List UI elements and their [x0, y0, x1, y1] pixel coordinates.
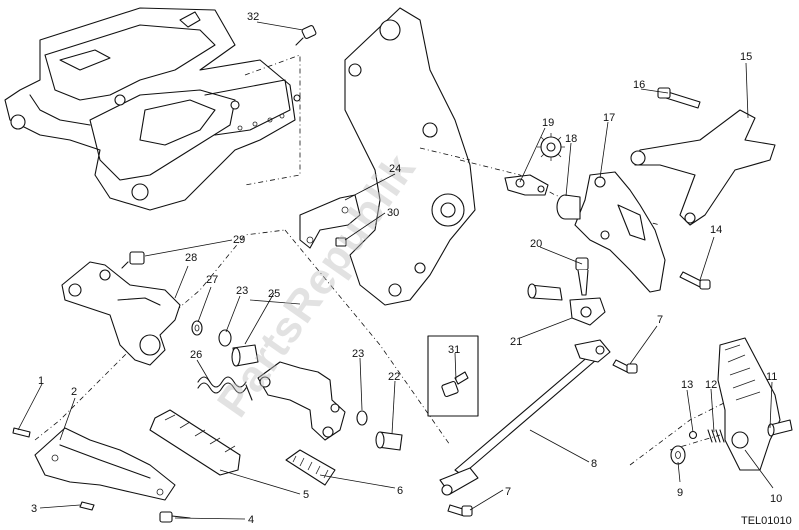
callout-27: 27 [206, 274, 218, 286]
footpeg-5 [149, 409, 241, 476]
drawing-code: TEL01010 [741, 515, 792, 527]
side-plate [344, 7, 476, 306]
callout-25: 25 [268, 288, 280, 300]
footpeg-bracket-15 [630, 87, 776, 226]
callout-24: 24 [389, 163, 401, 175]
leader-lines [17, 21, 774, 520]
bolt-31-box [427, 335, 479, 417]
callout-8: 8 [591, 458, 597, 470]
callout-13: 13 [681, 379, 693, 391]
callout-3: 3 [31, 503, 37, 515]
bolt-14 [679, 271, 711, 290]
callout-11: 11 [766, 371, 777, 383]
callout-17: 17 [603, 112, 615, 124]
spring-26 [197, 376, 253, 401]
callout-15: 15 [740, 51, 752, 63]
callout-6: 6 [397, 485, 403, 497]
pin-1 [12, 427, 31, 438]
rubber-6 [285, 449, 336, 486]
spacers-18-19 [504, 174, 581, 220]
callout-1: 1 [38, 375, 44, 387]
callout-21: 21 [510, 336, 522, 348]
spring-12 [707, 429, 725, 443]
linkage-20-21 [527, 257, 606, 326]
passenger-bracket-28 [61, 251, 181, 366]
callout-19: 19 [542, 117, 554, 129]
callout-18: 18 [565, 133, 577, 145]
peg-holder [257, 361, 346, 441]
bolt-7-lower [447, 504, 473, 517]
callout-2: 2 [71, 386, 77, 398]
callout-22: 22 [388, 371, 400, 383]
pin-22 [375, 431, 403, 451]
heel-guard-24 [299, 194, 361, 249]
washer-27 [191, 320, 203, 336]
bushing-23-left [218, 329, 232, 347]
washer-23-right [356, 410, 368, 426]
frame-assembly [4, 7, 301, 211]
pin-11 [767, 419, 793, 437]
callout-12: 12 [705, 379, 717, 391]
washer-9 [670, 445, 686, 465]
callout-10: 10 [770, 493, 782, 505]
callout-23-left: 23 [236, 285, 248, 297]
callout-14: 14 [710, 224, 722, 236]
callout-labels: 1 2 3 4 5 6 7 7 8 9 10 11 12 13 14 15 16… [31, 11, 782, 526]
heel-guard-2 [34, 427, 176, 501]
callout-28: 28 [185, 252, 197, 264]
callout-30: 30 [387, 207, 399, 219]
callout-31: 31 [448, 344, 460, 356]
callout-32: 32 [247, 11, 259, 23]
shift-rod-8 [439, 339, 611, 496]
callout-26: 26 [190, 349, 202, 361]
callout-7-lower: 7 [505, 486, 511, 498]
callout-7-upper: 7 [657, 314, 663, 326]
ball-13 [688, 430, 698, 440]
callout-16: 16 [633, 79, 645, 91]
bolt-4 [159, 511, 191, 523]
callout-5: 5 [303, 489, 309, 501]
gear-icon [537, 133, 565, 161]
heel-plate-17 [574, 171, 666, 293]
bolt-32 [295, 25, 317, 46]
callout-9: 9 [677, 487, 683, 499]
callout-29: 29 [233, 234, 245, 246]
bolt-7-upper [612, 359, 638, 374]
callout-23-right: 23 [352, 348, 364, 360]
pin-25 [231, 299, 301, 367]
footpeg-10 [717, 337, 781, 471]
callout-20: 20 [530, 238, 542, 250]
callout-4: 4 [248, 514, 254, 526]
clip-3 [79, 501, 95, 511]
